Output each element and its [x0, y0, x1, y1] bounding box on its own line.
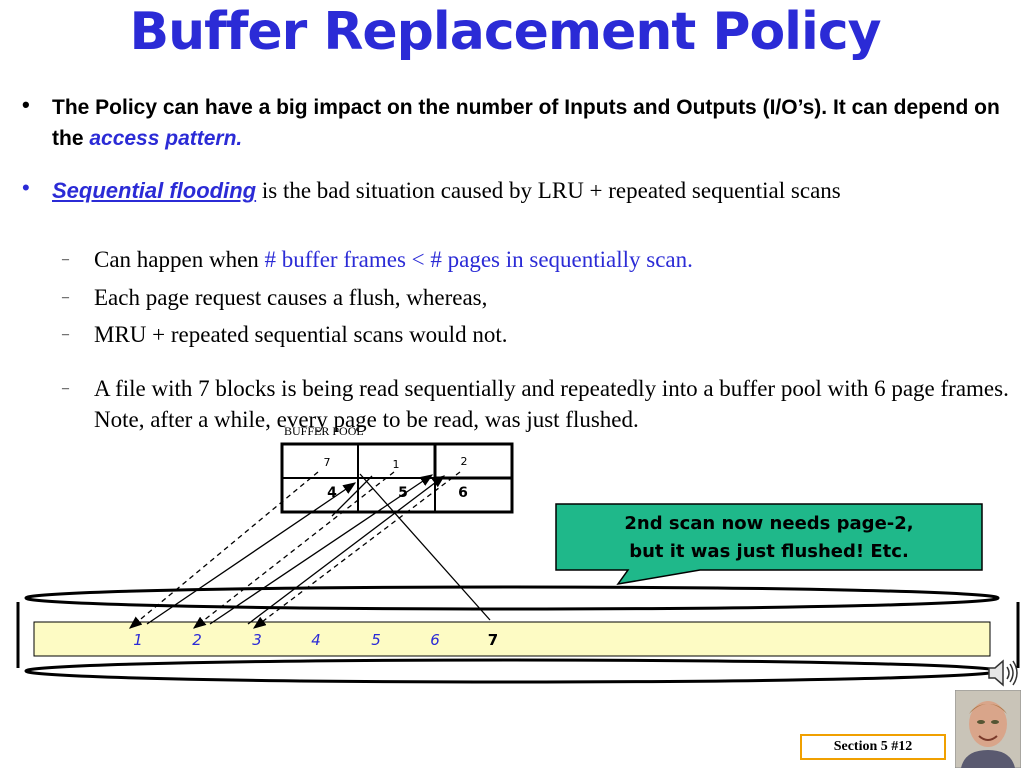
callout-line: but it was just flushed! Etc.: [629, 541, 909, 562]
bullet-text: The Policy can have a big impact on the …: [52, 92, 1012, 154]
bullet-marker: •: [22, 175, 30, 200]
read-arrows: [146, 473, 491, 625]
bullet-text-main: is the bad situation caused by LRU + rep…: [256, 178, 841, 203]
dash-marker: –: [62, 381, 69, 396]
bullet-text-main: The Policy can have a big impact on the …: [52, 96, 1000, 150]
sub-item-text: MRU + repeated sequential scans would no…: [94, 322, 508, 347]
sub-item-text: Each page request causes a flush, wherea…: [94, 285, 488, 310]
buffer-pool-label: BUFFER POOL: [284, 424, 364, 438]
page-number: 5: [371, 631, 381, 649]
page-number: 1: [133, 631, 143, 649]
buffer-pool-grid: 7 1 2 4 5 6: [280, 442, 514, 514]
callout-line: 2nd scan now needs page-2,: [624, 513, 914, 534]
page-number: 3: [252, 631, 262, 649]
page-number: 2: [192, 631, 202, 649]
access-pattern-emphasis: access pattern.: [89, 127, 243, 150]
frame-label: 1: [393, 458, 400, 471]
page-number: 6: [430, 631, 440, 649]
sub-item-highlight: # buffer frames < # pages in sequentiall…: [264, 247, 693, 272]
speaker-icon[interactable]: [985, 656, 1023, 690]
bullet-marker: •: [22, 92, 30, 117]
frame-label: 6: [458, 485, 468, 501]
bullet-text: Sequential flooding is the bad situation…: [52, 175, 1012, 206]
slide-title: Buffer Replacement Policy: [129, 2, 881, 62]
frame-label: 2: [461, 455, 468, 468]
page-number: 4: [311, 631, 321, 649]
frame-label: 4: [327, 485, 337, 501]
callout-box: [555, 503, 983, 586]
dash-marker: –: [62, 327, 69, 342]
dash-marker: –: [62, 290, 69, 305]
file-pages: 1 2 3 4 5 6 7: [133, 631, 498, 649]
flush-arrows: [128, 471, 461, 629]
disk-file: [16, 585, 1020, 684]
sub-item-text: A file with 7 blocks is being read seque…: [94, 376, 1009, 432]
frame-label: 5: [398, 485, 408, 501]
dash-marker: –: [62, 252, 69, 267]
callout-text: 2nd scan now needs page-2, but it was ju…: [556, 510, 982, 566]
sequential-flooding-term: Sequential flooding: [52, 178, 257, 203]
sub-item-text: Can happen when: [94, 247, 265, 272]
frame-label: 7: [324, 456, 331, 469]
section-number-box: Section 5 #12: [800, 734, 946, 760]
presenter-photo: [955, 690, 1021, 768]
page-number: 7: [488, 631, 498, 649]
